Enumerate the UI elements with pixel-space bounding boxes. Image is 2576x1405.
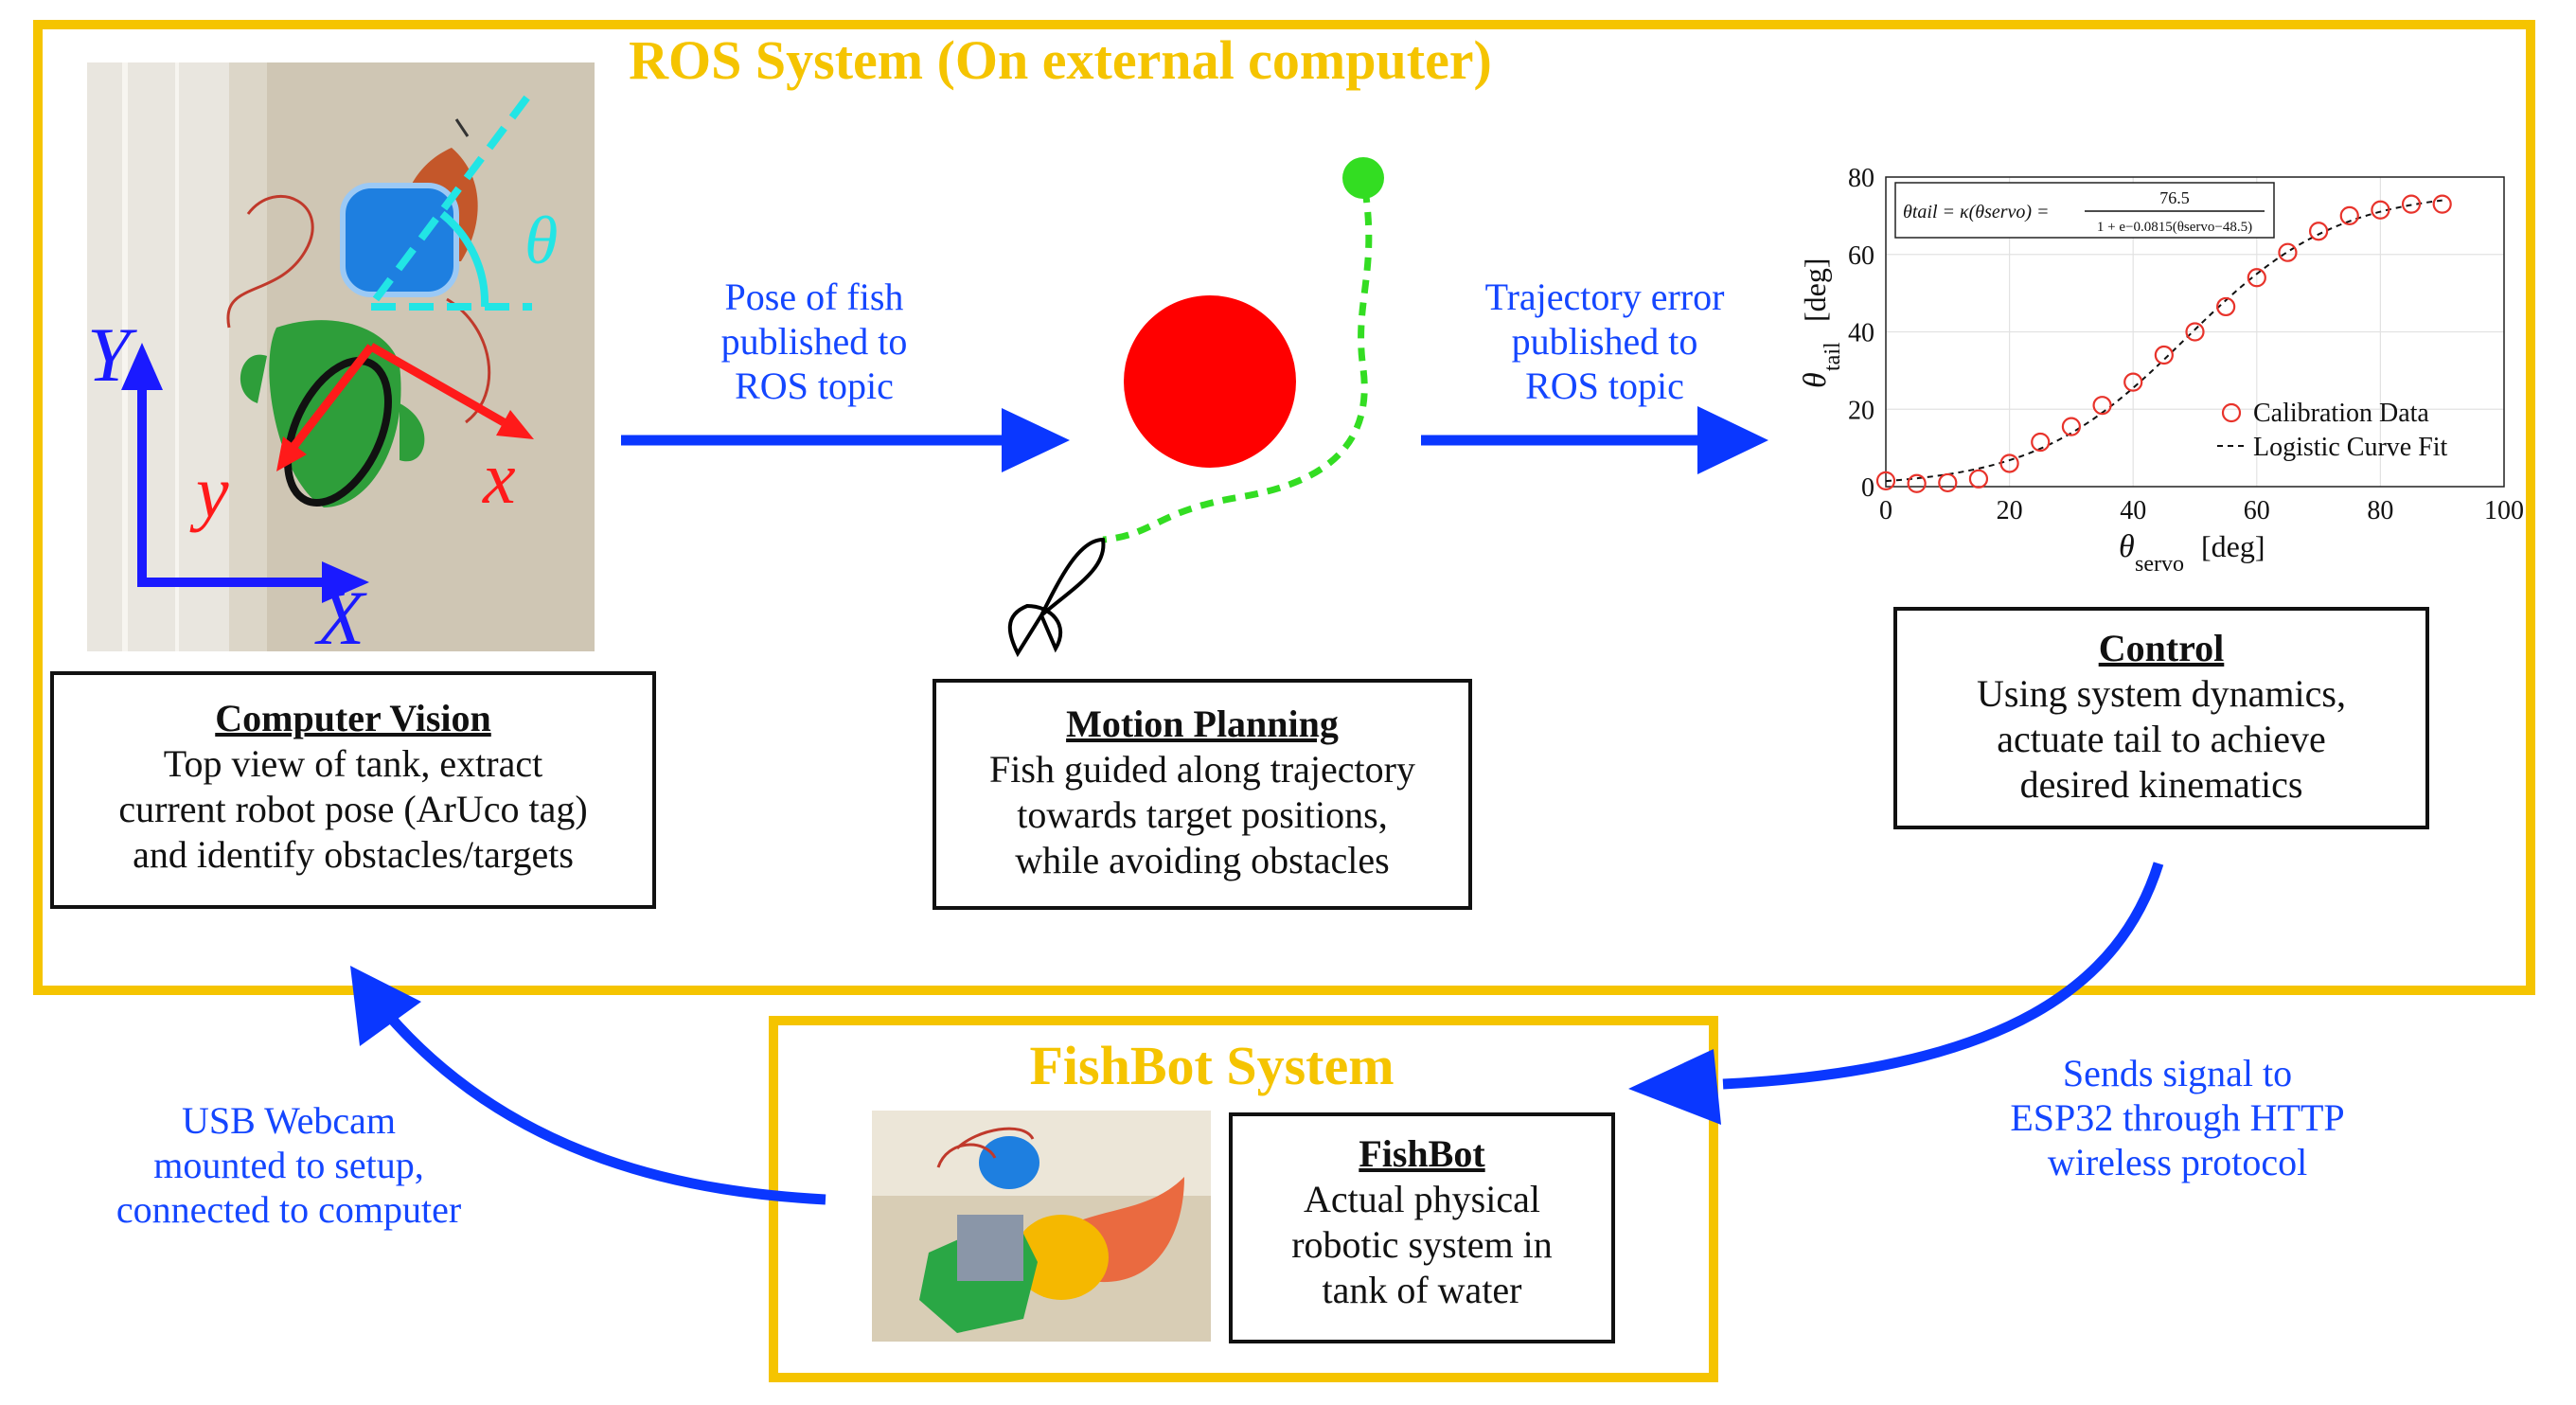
computer-vision-heading: Computer Vision bbox=[215, 697, 491, 739]
control-heading: Control bbox=[2098, 627, 2225, 669]
motion-planning-illustration bbox=[1007, 157, 1384, 658]
angle-label: θ bbox=[524, 203, 558, 278]
data-point-calibration bbox=[2031, 432, 2051, 453]
y-tick-label: 0 bbox=[1861, 473, 1874, 503]
trajectory-path bbox=[1102, 188, 1373, 543]
x-axis-label-unit: [deg] bbox=[2201, 529, 2265, 563]
world-y-label: Y bbox=[87, 322, 137, 398]
y-axis-label-sub: tail bbox=[1821, 342, 1845, 371]
equation-numerator: 76.5 bbox=[2159, 188, 2190, 207]
motion-planning-line: Fish guided along trajectory bbox=[989, 748, 1415, 791]
equation-denominator: 1 + e−0.0815(θservo−48.5) bbox=[2097, 220, 2252, 235]
error-arrow bbox=[1421, 406, 1768, 474]
y-axis-label-unit: [deg] bbox=[1798, 258, 1832, 322]
control-box: Control Using system dynamics, actuate t… bbox=[1893, 607, 2429, 829]
data-point-calibration bbox=[2247, 268, 2266, 288]
data-point-calibration bbox=[2308, 222, 2329, 241]
obstacle-circle bbox=[1124, 295, 1296, 468]
control-line: Using system dynamics, bbox=[1977, 672, 2346, 715]
fishbot-line: Actual physical bbox=[1304, 1178, 1540, 1220]
ros-system-frame bbox=[33, 20, 2535, 995]
motion-planning-box: Motion Planning Fish guided along trajec… bbox=[933, 679, 1472, 910]
data-point-calibration bbox=[2278, 242, 2298, 262]
world-axes: Y X bbox=[87, 322, 369, 649]
data-point-calibration bbox=[1907, 473, 1927, 493]
x-tick-label: 20 bbox=[1997, 496, 2023, 525]
webcam-edge-label: USB Webcam mounted to setup, connected t… bbox=[115, 1099, 462, 1232]
computer-vision-box: Computer Vision Top view of tank, extrac… bbox=[50, 671, 656, 909]
x-tick-label: 0 bbox=[1879, 496, 1892, 525]
fishbot-photo bbox=[872, 1111, 1211, 1342]
legend-label-fit: Logistic Curve Fit bbox=[2253, 433, 2448, 462]
ros-system-title: ROS System (On external computer) bbox=[629, 29, 1492, 91]
computer-vision-line: current robot pose (ArUco tag) bbox=[118, 788, 588, 830]
computer-vision-line: and identify obstacles/targets bbox=[133, 833, 574, 876]
data-point-calibration bbox=[2061, 417, 2081, 436]
data-point-calibration bbox=[2154, 345, 2174, 365]
y-tick-label: 60 bbox=[1848, 241, 1874, 271]
fishbot-heading: FishBot bbox=[1359, 1132, 1485, 1175]
signal-arrow bbox=[1628, 862, 2164, 1125]
data-point-calibration bbox=[1938, 472, 1958, 493]
equation-lhs: θtail = κ(θservo) = bbox=[1903, 202, 2050, 222]
x-axis-label: θ bbox=[2119, 529, 2135, 564]
data-point-calibration bbox=[2401, 194, 2422, 214]
control-line: actuate tail to achieve bbox=[1997, 718, 2326, 760]
y-tick-label: 80 bbox=[1848, 164, 1874, 193]
signal-edge-label: Sends signal to ESP32 through HTTP wirel… bbox=[2010, 1052, 2345, 1184]
data-point-calibration bbox=[1875, 471, 1896, 490]
data-point-calibration bbox=[1999, 454, 2019, 473]
x-axis-label-sub: servo bbox=[2135, 552, 2184, 577]
fishbot-box: FishBot Actual physical robotic system i… bbox=[1229, 1112, 1615, 1343]
data-point-calibration bbox=[2339, 205, 2359, 225]
fishbot-line: robotic system in bbox=[1291, 1223, 1553, 1266]
fishbot-system-title: FishBot System bbox=[1029, 1035, 1395, 1096]
world-x-label: X bbox=[314, 575, 367, 649]
body-y-label: y bbox=[189, 451, 229, 533]
y-axis-label: θ bbox=[1798, 372, 1833, 388]
chart-ticks: 0 20 40 60 80 100 0 20 40 60 80 bbox=[1848, 164, 2524, 525]
x-tick-label: 40 bbox=[2120, 496, 2146, 525]
data-point-calibration bbox=[2371, 200, 2390, 220]
pose-edge-label: Pose of fish published to ROS topic bbox=[720, 276, 908, 408]
control-line: desired kinematics bbox=[2019, 763, 2303, 806]
x-tick-label: 60 bbox=[2244, 496, 2270, 525]
pose-arrow bbox=[621, 408, 1070, 472]
series-line-logistic-curve-fit bbox=[1885, 199, 2443, 483]
x-tick-label: 80 bbox=[2367, 496, 2393, 525]
data-point-calibration bbox=[2185, 322, 2205, 342]
data-point-calibration bbox=[1968, 469, 1989, 489]
y-axis-label-group: θ tail [deg] bbox=[1798, 258, 1845, 388]
data-point-calibration bbox=[2123, 372, 2143, 392]
fish-outline-icon bbox=[1007, 537, 1106, 658]
chart-frame bbox=[1885, 176, 2505, 488]
x-tick-label: 100 bbox=[2484, 496, 2524, 525]
legend-marker-calibration bbox=[2221, 402, 2242, 423]
motion-planning-line: towards target positions, bbox=[1017, 793, 1388, 836]
motion-planning-heading: Motion Planning bbox=[1066, 702, 1339, 745]
y-tick-label: 40 bbox=[1848, 319, 1874, 348]
data-point-calibration bbox=[2216, 296, 2236, 317]
calibration-chart: 0 20 40 60 80 100 0 20 40 60 80 θtail = κ(θservo) … bbox=[1798, 164, 2524, 577]
webcam-arrow bbox=[350, 966, 826, 1205]
computer-vision-line: Top view of tank, extract bbox=[163, 742, 543, 785]
y-tick-label: 20 bbox=[1848, 396, 1874, 425]
fishbot-line: tank of water bbox=[1322, 1269, 1522, 1311]
body-x-label: x bbox=[482, 436, 516, 519]
equation-box bbox=[1894, 182, 2275, 239]
chart-points bbox=[1875, 194, 2452, 493]
error-edge-label: Trajectory error published to ROS topic bbox=[1484, 276, 1725, 408]
legend-label-calibration: Calibration Data bbox=[2253, 399, 2429, 428]
target-dot bbox=[1342, 157, 1384, 199]
data-point-calibration bbox=[2432, 194, 2452, 214]
motion-planning-line: while avoiding obstacles bbox=[1015, 839, 1390, 881]
top-view-photo: θ y x bbox=[87, 62, 595, 651]
data-point-calibration bbox=[2092, 396, 2112, 416]
